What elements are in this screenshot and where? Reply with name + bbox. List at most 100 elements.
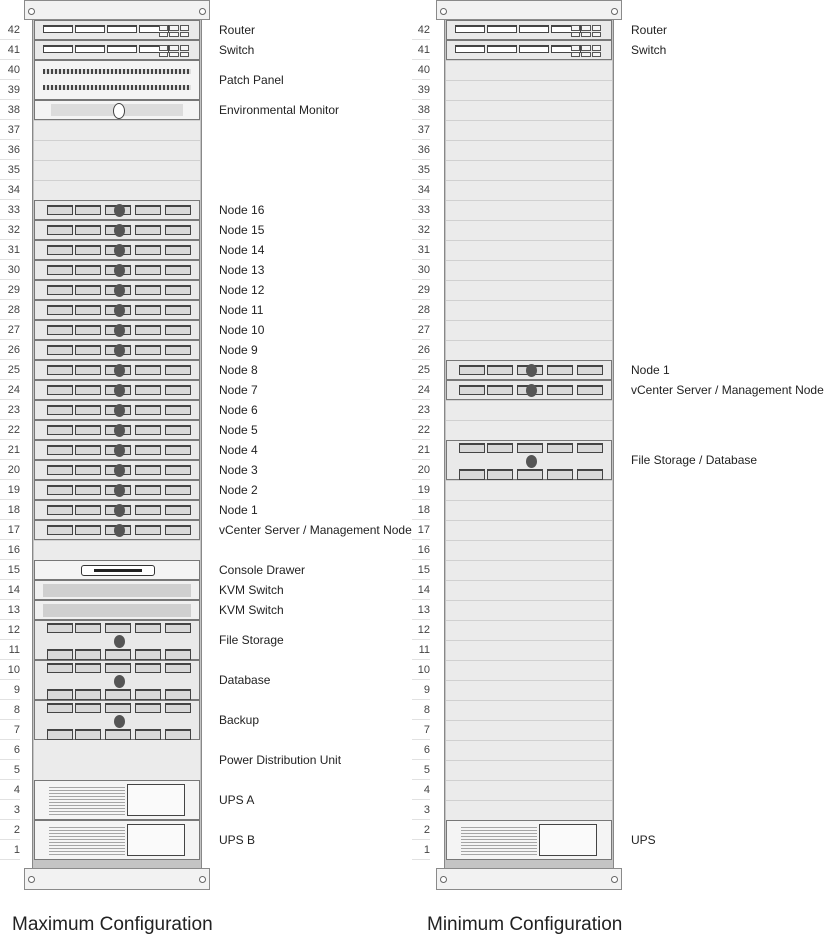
drive-bay bbox=[517, 469, 543, 480]
unit-number-34: 34 bbox=[412, 180, 430, 200]
drive-bay bbox=[135, 465, 161, 475]
unit-number-2: 2 bbox=[412, 820, 430, 840]
rack-unit-node-1[interactable] bbox=[34, 500, 200, 520]
unit-number-15: 15 bbox=[412, 560, 430, 580]
caption-minimum-configuration: Minimum Configuration bbox=[427, 914, 623, 935]
patch-port-row bbox=[43, 69, 191, 74]
rack-unit-switch[interactable] bbox=[34, 40, 200, 60]
drive-bay bbox=[165, 345, 191, 355]
rack-unit-vcenter[interactable] bbox=[446, 380, 612, 400]
drive-bay bbox=[135, 245, 161, 255]
rack-unit-node-6[interactable] bbox=[34, 400, 200, 420]
rack-unit-pdu[interactable] bbox=[34, 740, 200, 780]
unit-number-1: 1 bbox=[412, 840, 430, 860]
rack-unit-ups-a[interactable] bbox=[34, 780, 200, 820]
unit-number-18: 18 bbox=[412, 500, 430, 520]
control-cell bbox=[179, 31, 189, 37]
rack-unit-switch[interactable] bbox=[446, 40, 612, 60]
power-led bbox=[114, 444, 125, 457]
rack-unit-patch-panel[interactable] bbox=[34, 60, 200, 100]
rack-unit-console-drawer[interactable] bbox=[34, 560, 200, 580]
drive-bay bbox=[47, 623, 73, 633]
rack-unit-vcenter[interactable] bbox=[34, 520, 200, 540]
rack-unit-environmental-monitor[interactable] bbox=[34, 100, 200, 120]
rack-unit-node-12[interactable] bbox=[34, 280, 200, 300]
kvm-panel bbox=[43, 584, 191, 597]
unit-number-38: 38 bbox=[0, 100, 20, 120]
rack-unit-router[interactable] bbox=[34, 20, 200, 40]
unit-number-11: 11 bbox=[412, 640, 430, 660]
power-led bbox=[114, 344, 125, 357]
rack-unit-node-12-label: Node 12 bbox=[219, 283, 265, 297]
rack-unit-ups-a-label: UPS A bbox=[219, 793, 255, 807]
status-dial-icon bbox=[113, 103, 125, 119]
power-led bbox=[114, 244, 125, 257]
power-led bbox=[114, 304, 125, 317]
rack-unit-node-15[interactable] bbox=[34, 220, 200, 240]
drive-bay bbox=[135, 325, 161, 335]
rack-unit-node-1[interactable] bbox=[446, 360, 612, 380]
rack-unit-node-7[interactable] bbox=[34, 380, 200, 400]
drive-bay bbox=[165, 385, 191, 395]
rack-unit-node-11[interactable] bbox=[34, 300, 200, 320]
empty-slot bbox=[446, 60, 612, 80]
drive-bay bbox=[487, 365, 513, 375]
rack-unit-node-10[interactable] bbox=[34, 320, 200, 340]
unit-number-17: 17 bbox=[412, 520, 430, 540]
port-block bbox=[43, 45, 73, 53]
unit-number-23: 23 bbox=[0, 400, 20, 420]
unit-number-5: 5 bbox=[412, 760, 430, 780]
rack-unit-node-5[interactable] bbox=[34, 420, 200, 440]
unit-number-32: 32 bbox=[412, 220, 430, 240]
drive-bay bbox=[47, 663, 73, 673]
drive-bay bbox=[75, 325, 101, 335]
rack-unit-node-9[interactable] bbox=[34, 340, 200, 360]
empty-slot bbox=[446, 120, 612, 140]
rack-unit-kvm-switch-2[interactable] bbox=[34, 600, 200, 620]
unit-number-37: 37 bbox=[0, 120, 20, 140]
unit-number-41: 41 bbox=[412, 40, 430, 60]
rack-unit-node-13[interactable] bbox=[34, 260, 200, 280]
unit-number-33: 33 bbox=[412, 200, 430, 220]
rack-unit-node-3[interactable] bbox=[34, 460, 200, 480]
mount-hole bbox=[611, 876, 618, 883]
unit-number-19: 19 bbox=[0, 480, 20, 500]
rack-unit-node-16[interactable] bbox=[34, 200, 200, 220]
empty-slot bbox=[446, 200, 612, 220]
rack-unit-file-storage[interactable] bbox=[34, 620, 200, 660]
rack-unit-node-4[interactable] bbox=[34, 440, 200, 460]
drive-bay bbox=[165, 485, 191, 495]
port-block bbox=[107, 45, 137, 53]
rack-unit-node-10-label: Node 10 bbox=[219, 323, 265, 337]
unit-number-7: 7 bbox=[0, 720, 20, 740]
rack-unit-file-storage-database[interactable] bbox=[446, 440, 612, 480]
rack-unit-node-8[interactable] bbox=[34, 360, 200, 380]
drive-bay bbox=[165, 265, 191, 275]
rack-unit-node-14[interactable] bbox=[34, 240, 200, 260]
rack-unit-database[interactable] bbox=[34, 660, 200, 700]
empty-slot bbox=[34, 120, 200, 140]
ups-display bbox=[539, 824, 597, 856]
unit-number-22: 22 bbox=[0, 420, 20, 440]
rack-unit-backup[interactable] bbox=[34, 700, 200, 740]
rack-bottom-cap bbox=[436, 868, 622, 890]
drive-bay bbox=[165, 425, 191, 435]
empty-slot bbox=[446, 740, 612, 760]
rack-unit-router[interactable] bbox=[446, 20, 612, 40]
rack-unit-kvm-switch-1[interactable] bbox=[34, 580, 200, 600]
unit-number-19: 19 bbox=[412, 480, 430, 500]
rack-unit-node-2[interactable] bbox=[34, 480, 200, 500]
drive-bay bbox=[75, 425, 101, 435]
drive-bay bbox=[75, 525, 101, 535]
rack-unit-file-storage-database-label: File Storage / Database bbox=[631, 453, 758, 467]
control-cell bbox=[179, 51, 189, 57]
unit-number-40: 40 bbox=[0, 60, 20, 80]
rack-unit-ups-b[interactable] bbox=[34, 820, 200, 860]
port-block bbox=[551, 45, 581, 53]
empty-slot bbox=[446, 260, 612, 280]
ups-display bbox=[127, 784, 185, 816]
rack-unit-ups[interactable] bbox=[446, 820, 612, 860]
power-led bbox=[114, 424, 125, 437]
drive-bay bbox=[47, 365, 73, 375]
drive-bay bbox=[75, 485, 101, 495]
